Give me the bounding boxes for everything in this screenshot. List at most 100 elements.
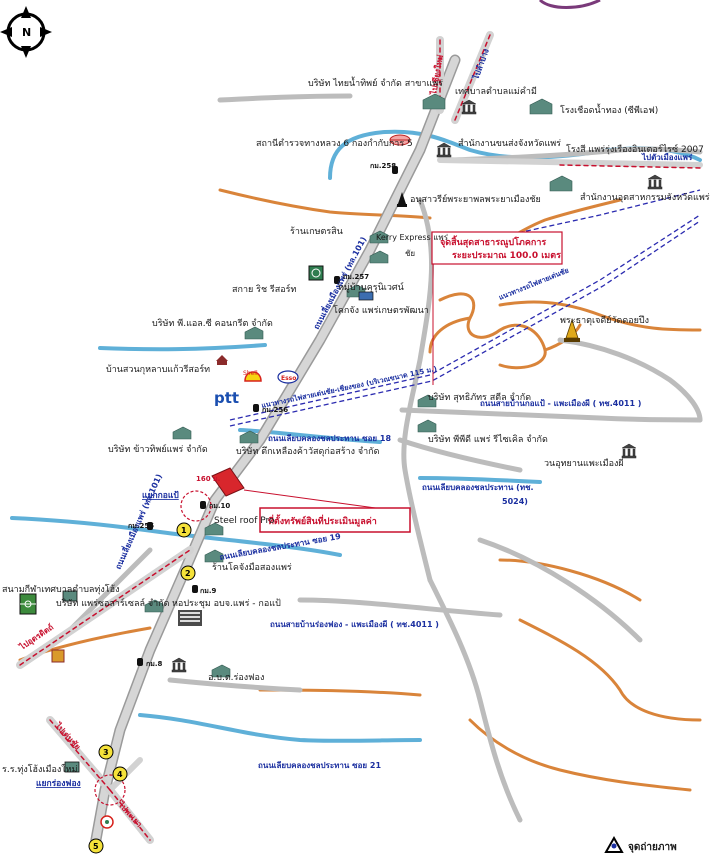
label-km256: กม.256: [262, 406, 288, 414]
road-to-ne: [437, 157, 703, 168]
callout-landmark-line2: ระยะประมาณ 100.0 เมตร: [452, 250, 561, 261]
label-industry-office: สำนักงานอุตสาหกรรมจังหวัดแพร่: [580, 192, 710, 203]
road-obt: [167, 677, 303, 693]
canal-5024: [418, 476, 542, 484]
photo-point-marker: 1: [176, 522, 192, 538]
stadium-icon: [19, 593, 37, 615]
photo-point-markers: 1 2 3 4 5: [88, 522, 196, 854]
label-km255: กม.255: [128, 522, 154, 530]
government-building-icon: [171, 657, 187, 673]
brand-swirl-icon: [538, 0, 601, 9]
label-km9: กม.9: [200, 587, 217, 595]
label-phrae-inter: โรงสี แพร่รุ่งเรืองอินเตอร์ไรซ์ 2007: [566, 143, 704, 155]
label-meeting-hall: หอประชุม อบจ.แพร่ - กอแป้: [172, 598, 281, 609]
label-canal-5024b: 5024): [502, 497, 528, 506]
highway-101: [89, 54, 461, 851]
orange-road-loop2: [428, 316, 472, 354]
ptt-label: ptt: [214, 389, 239, 407]
label-km10: กม.10: [209, 502, 230, 510]
orange-road-east-loop: [438, 292, 547, 370]
yaek-kopae-circle: [180, 490, 212, 522]
police-icon: [389, 134, 411, 146]
factory-icon: [211, 664, 231, 678]
label-sakai: สกาย ริช รีสอร์ท: [232, 283, 297, 295]
government-building-icon: [647, 174, 663, 190]
label-thai-plastic: บริษัท ไทยน้ำทิพย์ จำกัด สาขาแพร่: [308, 76, 443, 89]
canal-middle: [98, 343, 267, 352]
svg-text:4: 4: [117, 770, 123, 779]
road-4011-b: [297, 597, 503, 618]
legend-photo-point-label: จุดถ่ายภาพ: [628, 841, 677, 853]
sign-icon: [308, 265, 324, 281]
school-icon: [64, 761, 80, 773]
meeting-hall-icon: [178, 610, 202, 626]
label-obt: อ.บ.ต.ร่องฟอง: [208, 673, 264, 683]
gas-station-icon: [51, 649, 65, 663]
railway-line-a: [229, 214, 701, 421]
ptt-logo-icon: ptt: [214, 389, 239, 407]
label-to-ne: ไปตัวเมืองแพร่: [641, 152, 693, 162]
gas-station-icon: [100, 815, 114, 829]
label-canal-5024: ถนนเลียบคลองชลประทาน (ทช.: [422, 482, 534, 492]
landmark-icons: N Esso: [0, 0, 601, 829]
callout-subject-text: ที่ตั้งทรัพย์สินที่ประเมินมูลค่า: [268, 514, 377, 527]
label-highway-police: สถานีตำรวจทางหลวง 6 กองกำกับการ 5: [256, 138, 413, 149]
km-post-icon: [392, 166, 398, 174]
km-post-icon: [147, 522, 153, 530]
km-post-icons: [137, 166, 398, 666]
label-solar: บริษัท แพร่ซอลาร์เซลล์ จำกัด: [56, 597, 170, 609]
label-temple: พระธาตุเจดีย์วัดดอยปึง: [560, 314, 649, 326]
road-east-loop-gray: [557, 337, 703, 423]
label-school: ร.ร.ทุ่งโฮ้งเมืองใหม่: [2, 764, 78, 775]
label-tambon: เทศบาลตำบลแม่คำมี: [455, 86, 537, 97]
label-km8: กม.8: [146, 660, 163, 668]
callout-landmark-line1: จุดสิ้นสุดสาธารณูปโภคการ: [440, 235, 546, 248]
road-to-north-right-dash: [454, 34, 491, 121]
railway-line-b: [229, 220, 701, 427]
km-post-icon: [200, 501, 206, 509]
government-building-icon: [621, 443, 637, 459]
label-yaek-kopae: แยกกอแป้: [142, 490, 179, 501]
canal-south: [138, 713, 422, 743]
label-pmcon: บริษัท พี.แอล.ซี คอนกรีต จำกัด: [152, 318, 273, 329]
factory-icon: [549, 175, 573, 192]
local-gray-roads: [57, 93, 703, 823]
factory-icon: [144, 599, 164, 613]
road-4011-a: [399, 407, 703, 423]
legend: จุดถ่ายภาพ: [604, 835, 677, 853]
label-km257: กม.257: [343, 273, 369, 281]
temple-icon: [564, 318, 580, 342]
parcel-distance-label: 160 ม.: [196, 475, 220, 483]
label-shop-kaset: ร้านเกษตรสิน: [290, 226, 343, 237]
svg-text:3: 3: [103, 748, 109, 757]
factory-icon: [244, 326, 264, 340]
road-se-corner-dash: [109, 789, 151, 841]
canal-west: [10, 516, 342, 557]
building-icons: [144, 93, 573, 678]
label-road-4011-b: ถนนสายบ้านร่องฟอง - แพะเมืองผี ( ทช.4011…: [270, 619, 439, 629]
label-suphakit: บริษัท สุทธิภัทร สตีล จำกัด: [428, 392, 531, 403]
km-post-icon: [334, 276, 340, 284]
factory-icon: [204, 549, 224, 563]
label-kerry2: ชัย: [405, 249, 415, 258]
road-rail-east: [397, 437, 523, 473]
road-to-ne-dash: [559, 164, 701, 169]
subject-leader: [243, 489, 391, 511]
label-shop-auto: ร้านโคจังมือสองแพร่: [212, 562, 292, 573]
label-road-4011-a: ถนนสายบ้านกอแป้ - แพะเมืองผี ( ทช.4011 ): [480, 398, 641, 408]
factory-icon: [239, 430, 259, 444]
factory-icon: [369, 250, 389, 264]
label-shell: Shell: [243, 370, 258, 377]
factory-icon: [529, 98, 553, 115]
road-se: [427, 577, 523, 823]
road-to-sw-dash: [19, 549, 191, 666]
callout-landmark: จุดสิ้นสุดสาธารณูปโภคการ ระยะประมาณ 100.…: [431, 231, 563, 265]
government-building-icon: [436, 142, 452, 158]
photo-point-marker: 2: [180, 565, 196, 581]
callout-subject: ที่ตั้งทรัพย์สินที่ประเมินมูลค่า: [259, 507, 411, 533]
factory-icon: [422, 93, 446, 110]
local-orange-roads: [18, 188, 702, 792]
government-building-icon: [461, 99, 477, 115]
photo-point-marker: 3: [98, 744, 114, 760]
